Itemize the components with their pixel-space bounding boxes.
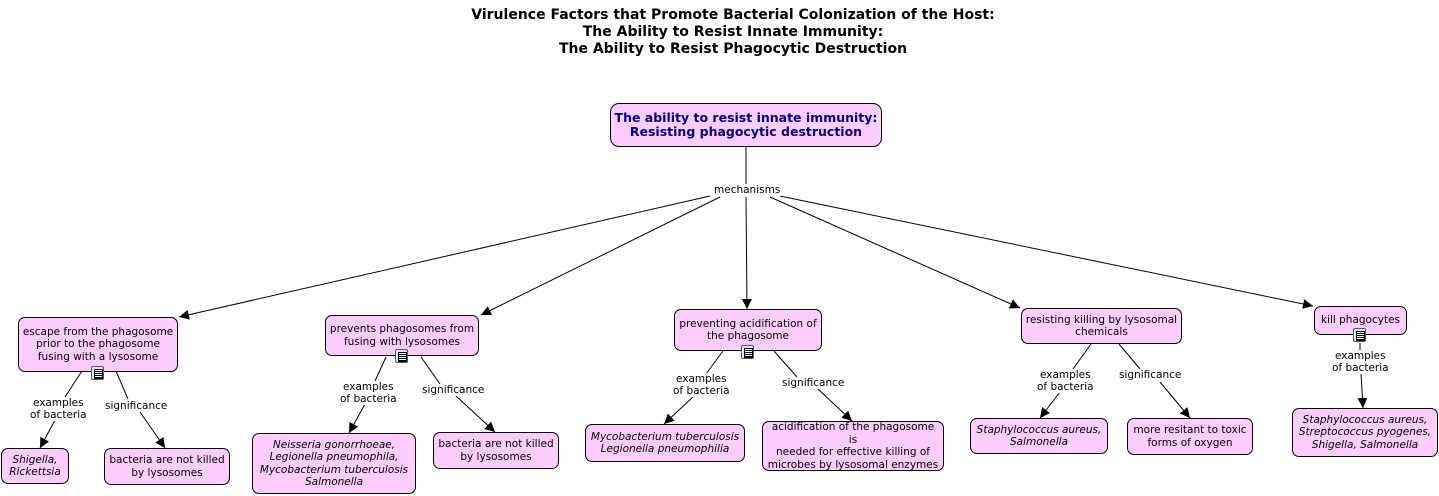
significance-label: significance	[104, 400, 169, 412]
mechanism-1-line-2: prior to the phagosome	[36, 338, 160, 351]
significance-label: significance	[781, 377, 846, 389]
title-line-1: Virulence Factors that Promote Bacterial…	[471, 7, 995, 23]
significance-label: significance	[421, 384, 486, 396]
significance-node-not-killed[interactable]: bacteria are not killed by lysosomes	[104, 448, 230, 485]
edge-to-mechanism-2	[480, 196, 721, 316]
significance-label: significance	[1118, 369, 1183, 381]
mechanism-node-preventing-acidification[interactable]: preventing acidification of the phagosom…	[674, 309, 822, 351]
mechanism-node-kill-phagocytes[interactable]: kill phagocytes	[1314, 306, 1407, 335]
examples-label: examples of bacteria	[1331, 350, 1390, 374]
mechanism-1-line-3: fusing with a lysosome	[37, 350, 159, 363]
examples-node-mycobacterium-legionella[interactable]: Mycobacterium tuberculosis Legionella pn…	[585, 424, 745, 462]
mechanisms-link-label: mechanisms	[713, 184, 782, 196]
significance-node-acidification-needed[interactable]: acidification of the phagosome is needed…	[762, 421, 944, 471]
edge-to-mechanism-4	[769, 196, 1021, 309]
examples-node-staphylococcus-streptococcus-shigella[interactable]: Staphylococcus aureus, Streptococcus pyo…	[1292, 408, 1438, 457]
examples-node-staphylococcus-salmonella[interactable]: Staphylococcus aureus, Salmonella	[970, 418, 1108, 454]
mechanism-node-resisting-lysosomal-chemicals[interactable]: resisting killing by lysosomal chemicals	[1021, 308, 1182, 344]
examples-node-neisseria-legionella[interactable]: Neisseria gonorrhoeae, Legionella pneumo…	[252, 433, 416, 494]
root-concept-node[interactable]: The ability to resist innate immunity: R…	[610, 103, 882, 147]
examples-label: examples of bacteria	[672, 373, 731, 397]
edge-to-mechanism-3	[741, 196, 752, 310]
significance-node-not-killed[interactable]: bacteria are not killed by lysosomes	[433, 432, 559, 469]
root-line-1: The ability to resist innate immunity:	[614, 110, 878, 125]
examples-label: examples of bacteria	[339, 381, 398, 405]
document-icon[interactable]	[91, 366, 104, 380]
title-line-2: The Ability to Resist Innate Immunity:	[582, 24, 884, 40]
mechanism-node-escape-phagosome[interactable]: escape from the phagosome prior to the p…	[18, 317, 178, 372]
edge-to-mechanism-1	[178, 195, 711, 320]
edge-to-mechanism-5	[779, 195, 1314, 309]
examples-node-shigella-rickettsia[interactable]: Shigella, Rickettsia	[1, 448, 69, 484]
examples-label: examples of bacteria	[29, 397, 88, 421]
significance-node-resistant-toxic-oxygen[interactable]: more resitant to toxic forms of oxygen	[1127, 418, 1253, 455]
mechanism-1-line-1: escape from the phagosome	[22, 325, 174, 338]
document-icon[interactable]	[395, 349, 408, 363]
document-icon[interactable]	[741, 345, 754, 359]
document-icon[interactable]	[1353, 328, 1366, 342]
title-line-3: The Ability to Resist Phagocytic Destruc…	[558, 41, 908, 57]
diagram-title: Virulence Factors that Promote Bacterial…	[0, 7, 1439, 58]
root-line-2: Resisting phagocytic destruction	[629, 124, 863, 139]
examples-label: examples of bacteria	[1036, 369, 1095, 393]
